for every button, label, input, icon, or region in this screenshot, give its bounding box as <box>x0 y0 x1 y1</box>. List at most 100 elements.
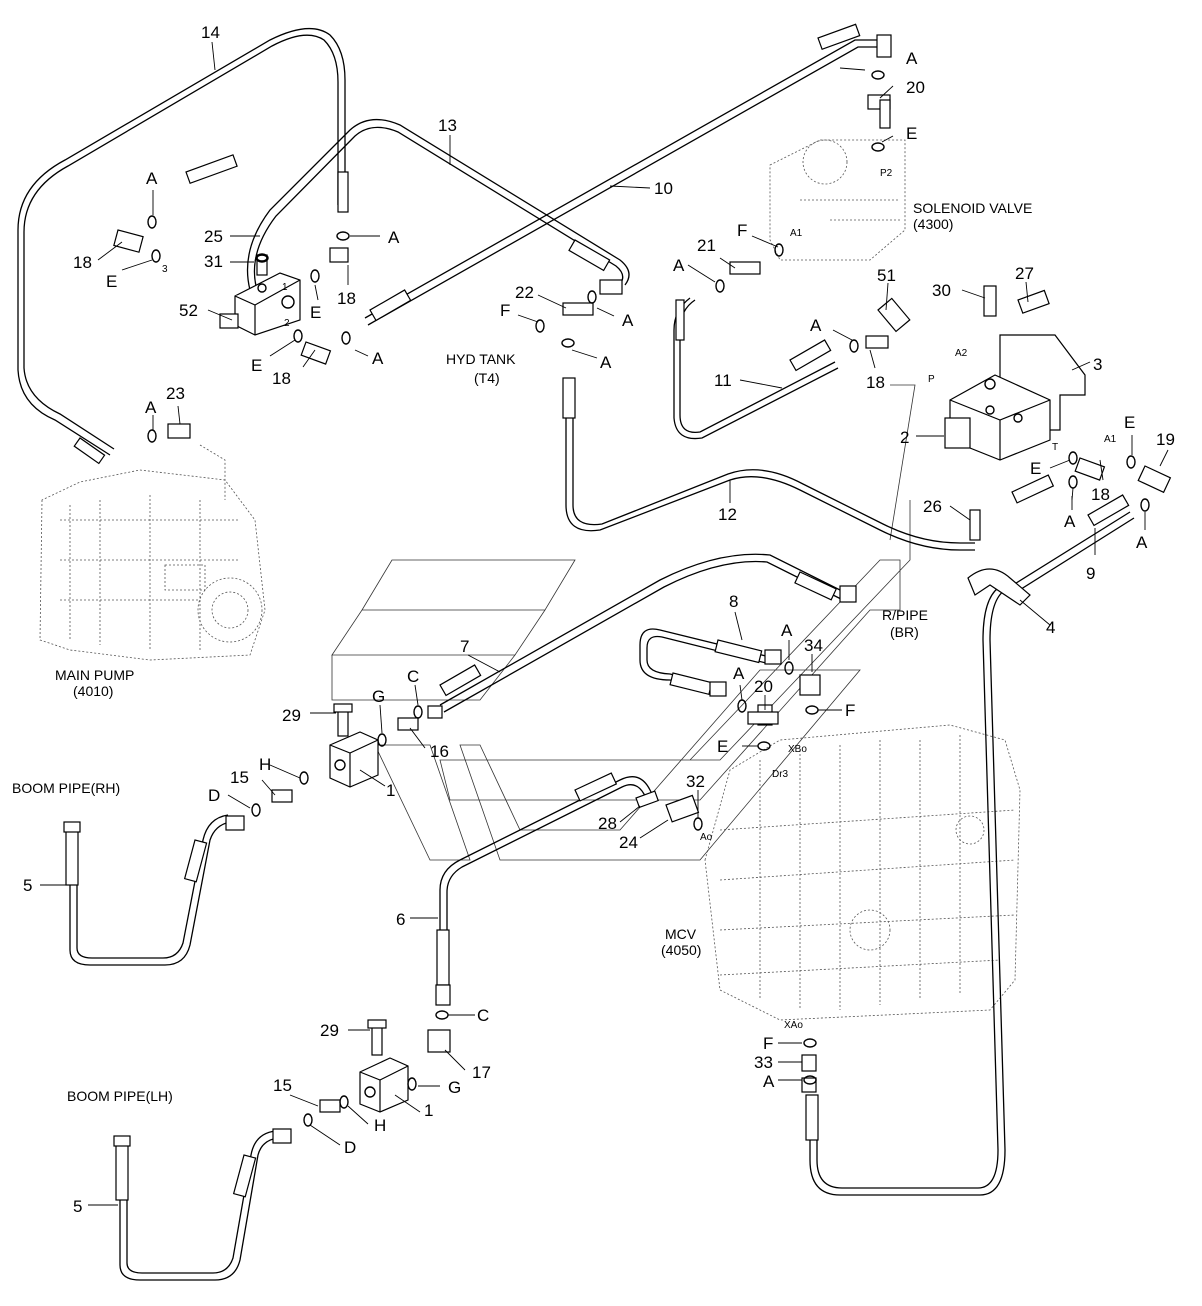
block-1-lower <box>359 1019 409 1113</box>
part-label: E <box>106 272 117 291</box>
part-label: 29 <box>282 706 301 725</box>
part-label: F <box>737 221 747 240</box>
port-label: A1 <box>1104 434 1117 445</box>
part-label: A <box>146 169 158 188</box>
hose-collars <box>65 23 1130 1201</box>
hose-7 <box>439 553 851 706</box>
part-label: 4 <box>1046 618 1055 637</box>
part-label: F <box>763 1034 773 1053</box>
part-label: 18 <box>272 369 291 388</box>
o-rings <box>147 70 1150 1127</box>
part-label: 23 <box>166 384 185 403</box>
frame-chevron-outline <box>331 384 916 861</box>
part-label: 22 <box>515 283 534 302</box>
part-label: E <box>310 303 321 322</box>
part-label: A <box>372 349 384 368</box>
part-label: A <box>388 228 400 247</box>
part-label: A <box>763 1072 775 1091</box>
part-label: 14 <box>201 23 220 42</box>
part-label: E <box>1030 459 1041 478</box>
pressure-switch-51 <box>877 297 911 333</box>
part-label: 1 <box>386 781 395 800</box>
part-label: D <box>344 1138 356 1157</box>
caption-mcv: MCV <box>665 926 697 942</box>
part-label: 51 <box>877 266 896 285</box>
port-labels: P2 A1 A2 P T A1 XBo Dr3 Ao XAo 1 2 3 <box>162 168 1117 1031</box>
part-label: 8 <box>729 592 738 611</box>
block-52 <box>219 272 301 336</box>
part-label: 5 <box>73 1197 82 1216</box>
part-callouts: 14 A 20 E 13 10 A 25 A 18 31 E 18 52 E 1… <box>23 23 1175 1216</box>
part-label: 19 <box>1156 430 1175 449</box>
part-label: 32 <box>686 772 705 791</box>
part-label: 9 <box>1086 564 1095 583</box>
caption-solenoid-valve-code: (4300) <box>913 216 953 232</box>
part-label: 33 <box>754 1053 773 1072</box>
part-label: 15 <box>230 768 249 787</box>
caption-hyd-tank-code: (T4) <box>474 370 500 386</box>
part-label: A <box>781 621 793 640</box>
part-label: A <box>733 664 745 683</box>
part-label: 28 <box>598 814 617 833</box>
part-label: E <box>251 356 262 375</box>
part-label: C <box>477 1006 489 1025</box>
block-1-upper <box>329 703 379 788</box>
leader-lines <box>40 41 1169 1206</box>
fittings <box>63 34 1172 1147</box>
part-label: 18 <box>73 253 92 272</box>
caption-mcv-code: (4050) <box>661 942 701 958</box>
part-label: 11 <box>714 371 732 390</box>
part-label: E <box>717 737 728 756</box>
caption-boom-pipe-lh: BOOM PIPE(LH) <box>67 1088 173 1104</box>
part-label: 26 <box>923 497 942 516</box>
part-label: 31 <box>204 252 223 271</box>
part-label: 34 <box>804 636 823 655</box>
solenoid-valve-outline <box>769 139 906 261</box>
part-label: 30 <box>932 281 951 300</box>
hose-13 <box>246 118 630 291</box>
part-label: 15 <box>273 1076 292 1095</box>
hose-10 <box>364 39 880 319</box>
part-label: H <box>374 1116 386 1135</box>
part-label: E <box>906 124 917 143</box>
part-label: A <box>906 49 918 68</box>
part-label: 18 <box>1091 485 1110 504</box>
port-label: Ao <box>700 832 713 843</box>
part-label: 5 <box>23 876 32 895</box>
hose-12 <box>565 380 975 551</box>
part-label: C <box>407 667 419 686</box>
part-label: F <box>500 301 510 320</box>
solenoid-block-2 <box>944 334 1086 461</box>
caption-hyd-tank: HYD TANK <box>446 351 516 367</box>
part-label: A <box>1064 512 1076 531</box>
part-label: A <box>810 316 822 335</box>
part-label: D <box>208 786 220 805</box>
part-label: 1 <box>424 1101 433 1120</box>
part-label: E <box>1124 413 1135 432</box>
hose-14 <box>17 27 346 456</box>
part-label: 10 <box>654 179 673 198</box>
part-label: A <box>622 311 634 330</box>
part-label: 12 <box>718 505 737 524</box>
caption-solenoid-valve: SOLENOID VALVE <box>913 200 1032 216</box>
part-label: A <box>673 256 685 275</box>
main-pump-outline <box>39 444 266 661</box>
captions: SOLENOID VALVE (4300) HYD TANK (T4) MAIN… <box>12 200 1032 1104</box>
caption-main-pump: MAIN PUMP <box>55 667 134 683</box>
caption-boom-pipe-rh: BOOM PIPE(RH) <box>12 780 120 796</box>
mcv-outline <box>704 724 1021 1021</box>
hose-5-rh <box>69 821 231 966</box>
part-label: 7 <box>460 637 469 656</box>
part-label: 13 <box>438 116 457 135</box>
part-label: 27 <box>1015 264 1034 283</box>
part-label: 2 <box>900 428 909 447</box>
part-label: 20 <box>754 677 773 696</box>
part-label: 18 <box>866 373 885 392</box>
part-label: 24 <box>619 833 638 852</box>
port-label: 3 <box>162 264 168 275</box>
port-label: 1 <box>282 282 288 293</box>
part-label: 16 <box>430 742 449 761</box>
part-label: 3 <box>1093 355 1102 374</box>
caption-r-pipe-code: (BR) <box>890 624 919 640</box>
